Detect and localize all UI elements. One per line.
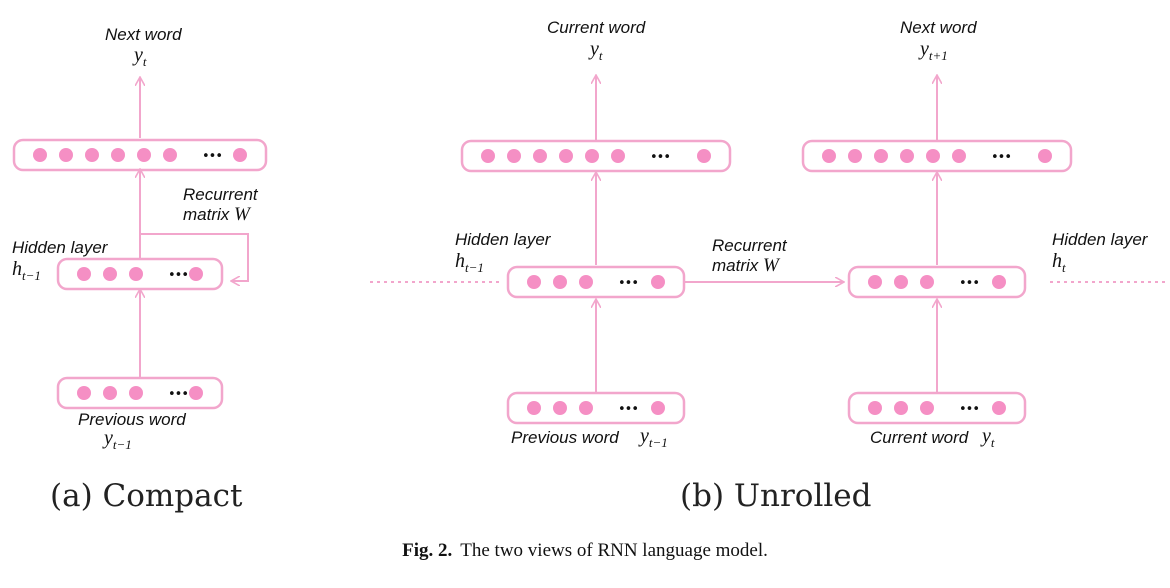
compact-recurrent-label: Recurrent matrix W xyxy=(183,185,258,225)
neuron xyxy=(894,275,908,289)
compact-hidden-label: Hidden layer xyxy=(12,238,108,257)
compact-output-var: yt xyxy=(134,44,147,69)
neuron xyxy=(233,148,247,162)
unrolled-hidden1-var: ht−1 xyxy=(455,250,484,275)
neuron xyxy=(553,401,567,415)
neuron xyxy=(111,148,125,162)
ellipsis-icon: ••• xyxy=(959,276,979,291)
unrolled-input1-label: Previous word xyxy=(511,428,619,447)
neuron xyxy=(77,386,91,400)
compact-output-layer: ••• xyxy=(12,138,268,172)
ellipsis-icon: ••• xyxy=(650,150,670,165)
unrolled-input1-layer-box xyxy=(506,391,686,425)
ellipsis-icon: ••• xyxy=(618,276,638,291)
unrolled-output1-layer: ••• xyxy=(460,139,732,173)
neuron xyxy=(129,386,143,400)
neuron xyxy=(103,386,117,400)
unrolled-input1-var: yt−1 xyxy=(640,425,668,450)
neuron xyxy=(579,275,593,289)
compact-input-label: Previous word xyxy=(78,410,186,429)
neuron xyxy=(559,149,573,163)
neuron xyxy=(992,401,1006,415)
neuron xyxy=(527,275,541,289)
neuron xyxy=(533,149,547,163)
neuron xyxy=(822,149,836,163)
neuron xyxy=(992,275,1006,289)
neuron xyxy=(585,149,599,163)
neuron xyxy=(507,149,521,163)
neuron xyxy=(481,149,495,163)
unrolled-hidden2-var: ht xyxy=(1052,250,1066,275)
ellipsis-icon: ••• xyxy=(168,268,188,283)
unrolled-hidden2-layer: ••• xyxy=(847,265,1027,299)
unrolled-output2-label: Next word xyxy=(900,18,977,37)
unrolled-input2-var: yt xyxy=(982,425,995,450)
neuron xyxy=(868,401,882,415)
neuron xyxy=(651,401,665,415)
unrolled-hidden1-label: Hidden layer xyxy=(455,230,551,249)
neuron xyxy=(900,149,914,163)
neuron xyxy=(129,267,143,281)
neuron xyxy=(1038,149,1052,163)
unrolled-output2-var: yt+1 xyxy=(920,38,948,63)
neuron xyxy=(651,275,665,289)
compact-panel-label: (a) Compact xyxy=(50,478,243,514)
unrolled-recurrent-label: Recurrent matrix W xyxy=(712,236,787,276)
neuron xyxy=(85,148,99,162)
neuron xyxy=(163,148,177,162)
ellipsis-icon: ••• xyxy=(959,402,979,417)
compact-hidden-var: ht−1 xyxy=(12,258,41,283)
ellipsis-icon: ••• xyxy=(618,402,638,417)
figure-number: Fig. 2. xyxy=(402,540,453,561)
neuron xyxy=(848,149,862,163)
neuron xyxy=(920,401,934,415)
compact-recurrent-loop xyxy=(140,233,249,281)
unrolled-panel-label: (b) Unrolled xyxy=(680,478,872,514)
neuron xyxy=(77,267,91,281)
compact-hidden-layer: ••• xyxy=(56,257,224,291)
neuron xyxy=(553,275,567,289)
compact-input-layer: ••• xyxy=(56,376,224,410)
ellipsis-icon: ••• xyxy=(202,149,222,164)
neuron xyxy=(920,275,934,289)
unrolled-output2-layer: ••• xyxy=(801,139,1073,173)
unrolled-input2-layer: ••• xyxy=(847,391,1027,425)
figure-caption: Fig. 2. The two views of RNN language mod… xyxy=(0,540,1170,562)
neuron xyxy=(952,149,966,163)
neuron xyxy=(697,149,711,163)
neuron xyxy=(189,267,203,281)
neuron xyxy=(579,401,593,415)
neuron xyxy=(894,401,908,415)
neuron xyxy=(868,275,882,289)
neuron xyxy=(611,149,625,163)
ellipsis-icon: ••• xyxy=(168,387,188,402)
neuron xyxy=(137,148,151,162)
ellipsis-icon: ••• xyxy=(991,150,1011,165)
compact-input-var: yt−1 xyxy=(104,427,132,452)
unrolled-input2-layer-box xyxy=(847,391,1027,425)
neuron xyxy=(189,386,203,400)
unrolled-hidden2-layer-box xyxy=(847,265,1027,299)
unrolled-output1-label: Current word xyxy=(547,18,646,37)
unrolled-output1-var: yt xyxy=(590,38,603,63)
compact-output-label: Next word xyxy=(105,25,182,44)
neuron xyxy=(527,401,541,415)
neuron xyxy=(926,149,940,163)
unrolled-hidden1-layer: ••• xyxy=(506,265,686,299)
unrolled-input1-layer: ••• xyxy=(506,391,686,425)
neuron xyxy=(59,148,73,162)
figure-caption-text: The two views of RNN language model. xyxy=(460,540,768,561)
neuron xyxy=(874,149,888,163)
neuron xyxy=(33,148,47,162)
neuron xyxy=(103,267,117,281)
unrolled-hidden2-label: Hidden layer xyxy=(1052,230,1148,249)
unrolled-input2-label: Current word xyxy=(870,428,969,447)
